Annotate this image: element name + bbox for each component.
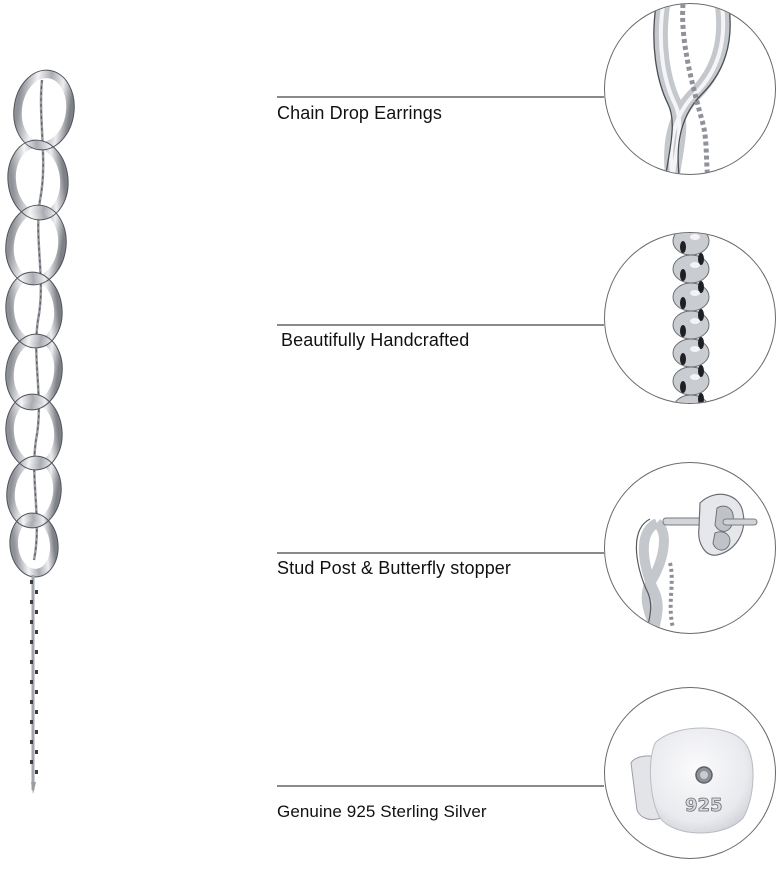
detail-circle-925-stamp: 925 xyxy=(604,687,776,859)
stud-post-butterfly-image xyxy=(635,493,758,633)
callout-label-chain-drop: Chain Drop Earrings xyxy=(277,103,442,123)
stamp-925-text: 925 xyxy=(685,795,723,816)
butterfly-back-925-image: 925 xyxy=(630,727,754,834)
callout-label-sterling-silver: Genuine 925 Sterling Silver xyxy=(277,802,487,821)
earring-product-image xyxy=(0,0,90,864)
callout-line-stud-post xyxy=(277,552,604,554)
detail-circle-chain-links xyxy=(604,3,776,175)
detail-circle-stud-post xyxy=(604,462,776,634)
callout-label-handcrafted: Beautifully Handcrafted xyxy=(281,330,470,350)
callout-line-handcrafted xyxy=(277,324,604,326)
callout-line-sterling-silver xyxy=(277,785,604,787)
callout-label-stud-post: Stud Post & Butterfly stopper xyxy=(277,558,512,578)
chain-link-closeup-image xyxy=(653,4,731,174)
earring-illustration xyxy=(5,69,75,794)
fine-chain-closeup-image xyxy=(672,233,710,403)
callout-line-chain-drop xyxy=(277,96,604,98)
detail-circle-fine-chain xyxy=(604,232,776,404)
